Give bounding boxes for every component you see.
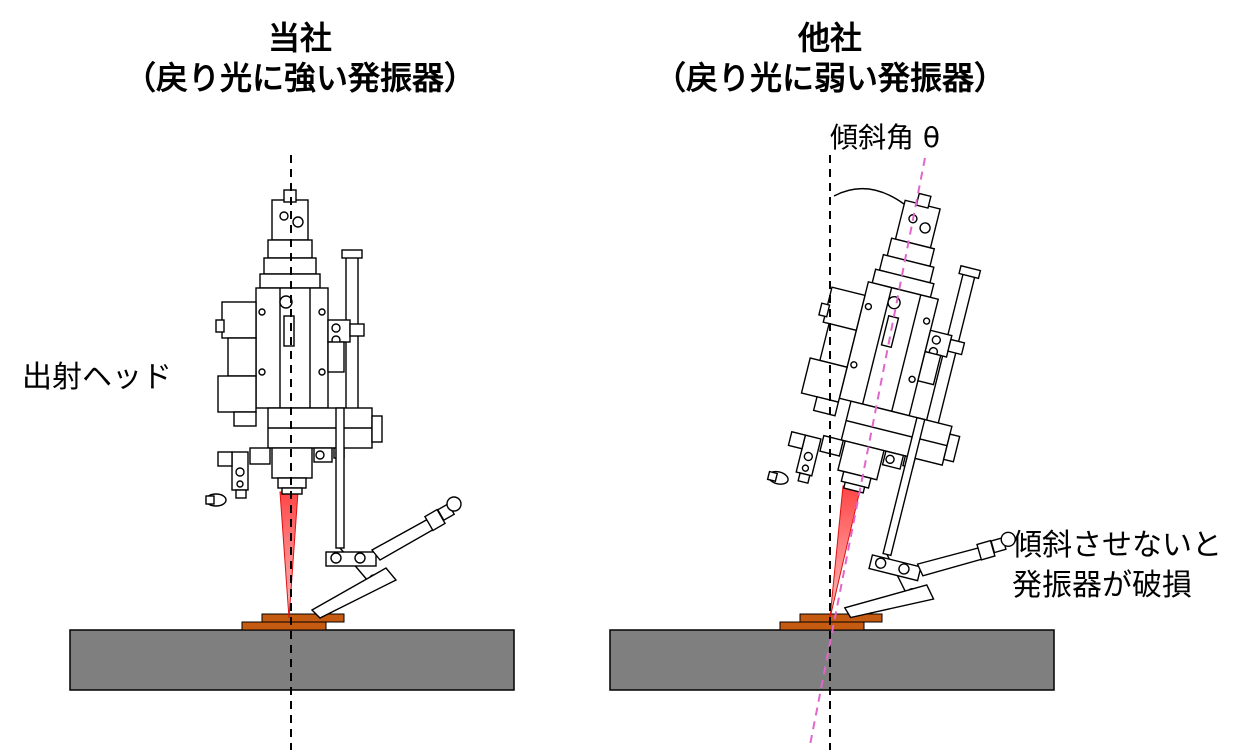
left-title-subtitle: （戻り光に強い発振器）	[123, 59, 476, 97]
right-laser-beam	[829, 485, 861, 619]
damage-note-line2: 発振器が破損	[1012, 568, 1192, 603]
right-workpiece-lower	[779, 621, 865, 631]
left-title-company: 当社	[267, 19, 332, 57]
right-panel-title: 他社 （戻り光に弱い発振器）	[620, 18, 1040, 98]
right-title-subtitle: （戻り光に弱い発振器）	[653, 59, 1006, 97]
tilt-angle-label: 傾斜角 θ	[830, 121, 941, 154]
left-laser-beam	[279, 491, 299, 619]
right-panel	[609, 155, 1092, 750]
right-base-plate	[609, 629, 1055, 691]
right-workpiece-upper	[799, 613, 883, 623]
right-emission-head-tilted	[739, 173, 1092, 653]
left-panel-title: 当社 （戻り光に強い発振器）	[90, 18, 510, 98]
right-title-company: 他社	[797, 19, 862, 57]
left-emission-head	[205, 189, 462, 619]
right-tilt-axis	[809, 157, 926, 746]
damage-note-line1: 傾斜させないと	[1012, 528, 1222, 563]
left-panel	[69, 155, 515, 750]
left-workpiece-lower	[241, 621, 327, 631]
left-workpiece-upper	[261, 613, 345, 623]
head-label: 出射ヘッド	[22, 360, 172, 395]
tilt-angle-arc	[833, 187, 905, 205]
